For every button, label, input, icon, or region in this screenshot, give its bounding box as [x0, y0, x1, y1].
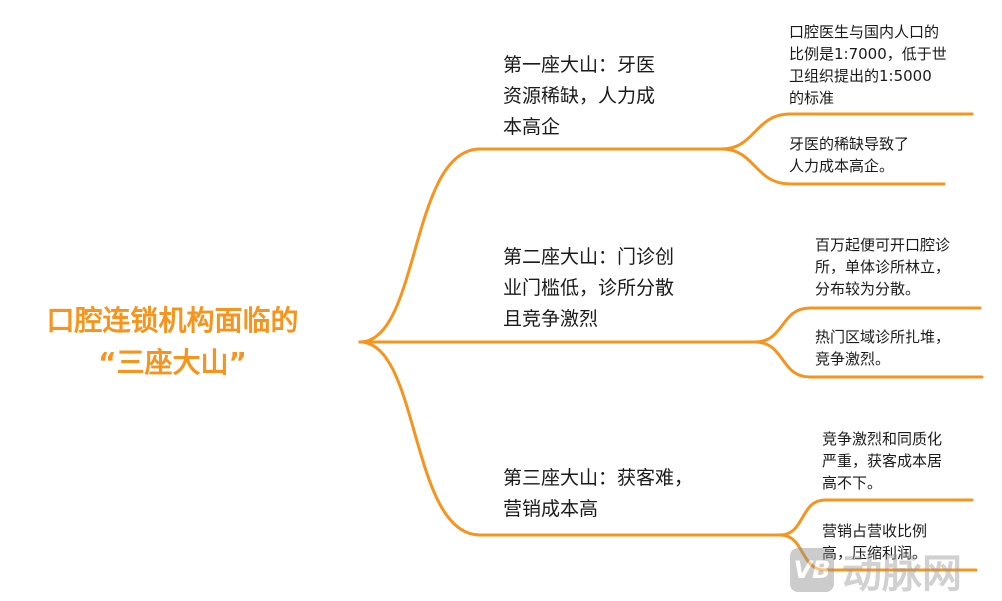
leaf-text-line: 人力成本高企。: [789, 157, 895, 175]
leaf-node-2-2: 热门区域诊所扎堆， 竞争激烈。: [815, 326, 950, 370]
leaf-text-line: 高不下。: [822, 474, 883, 492]
leaf-node-3-2: 营销占营收比例 高，压缩利润。: [822, 520, 927, 564]
leaf-text-line: 高，压缩利润。: [822, 544, 928, 562]
vb-logo-icon: VB: [790, 548, 834, 592]
branch-text-line: 第二座大山：门诊创: [503, 246, 675, 268]
connector-branch-3-leaf-2: [778, 533, 978, 572]
leaf-text-line: 分布较为分散。: [815, 280, 921, 298]
root-title-line-1: 口腔连锁机构面临的: [46, 304, 299, 337]
branch-text-line: 第一座大山：牙医: [503, 54, 656, 76]
root-node: 口腔连锁机构面临的 “三座大山”: [10, 300, 335, 384]
connector-root-branch-3: [358, 340, 782, 537]
watermark-text: 动脉网: [842, 551, 962, 597]
branch-node-1: 第一座大山：牙医 资源稀缺，人力成 本高企: [503, 50, 655, 143]
branch-text-line: 资源稀缺，人力成: [503, 85, 656, 107]
leaf-text-line: 营销占营收比例: [822, 522, 928, 540]
watermark: VB 动脉网: [790, 540, 1000, 600]
leaf-text-line: 的标准: [789, 89, 835, 107]
leaf-text-line: 严重，获客成本居: [822, 452, 943, 470]
branch-text-line: 本高企: [503, 116, 561, 138]
connector-branch-3-leaf-1: [778, 498, 974, 537]
connector-branch-2-leaf-1: [753, 306, 982, 344]
leaf-node-1-2: 牙医的稀缺导致了 人力成本高企。: [789, 133, 909, 177]
branch-text-line: 第三座大山：获客难，: [503, 467, 694, 489]
leaf-text-line: 比例是1:7000，低于世: [789, 45, 947, 63]
leaf-text-line: 牙医的稀缺导致了: [789, 135, 910, 153]
connector-root-branch-1: [358, 147, 724, 344]
leaf-text-line: 卫组织提出的1:5000: [789, 67, 932, 85]
branch-text-line: 营销成本高: [503, 498, 599, 520]
connector-branch-1-leaf-1: [720, 112, 974, 151]
leaf-text-line: 竞争激烈和同质化: [822, 430, 943, 448]
leaf-node-3-1: 竞争激烈和同质化 严重，获客成本居 高不下。: [822, 428, 942, 494]
leaf-node-1-1: 口腔医生与国内人口的 比例是1:7000，低于世 卫组织提出的1:5000 的标…: [789, 21, 947, 109]
leaf-text-line: 所，单体诊所林立，: [815, 258, 951, 276]
branch-node-2: 第二座大山：门诊创 业门槛低，诊所分散 且竞争激烈: [503, 242, 674, 335]
connector-branch-1-leaf-2: [720, 147, 946, 186]
branch-node-3: 第三座大山：获客难， 营销成本高: [503, 463, 693, 525]
root-title-line-2: “三座大山”: [98, 346, 247, 379]
leaf-node-2-1: 百万起便可开口腔诊 所，单体诊所林立， 分布较为分散。: [815, 234, 950, 300]
branch-text-line: 业门槛低，诊所分散: [503, 277, 675, 299]
leaf-text-line: 口腔医生与国内人口的: [789, 23, 940, 41]
leaf-text-line: 热门区域诊所扎堆，: [815, 328, 951, 346]
leaf-text-line: 竞争激烈。: [815, 350, 891, 368]
leaf-text-line: 百万起便可开口腔诊: [815, 236, 951, 254]
branch-text-line: 且竞争激烈: [503, 308, 599, 330]
connector-branch-2-leaf-2: [753, 340, 984, 379]
